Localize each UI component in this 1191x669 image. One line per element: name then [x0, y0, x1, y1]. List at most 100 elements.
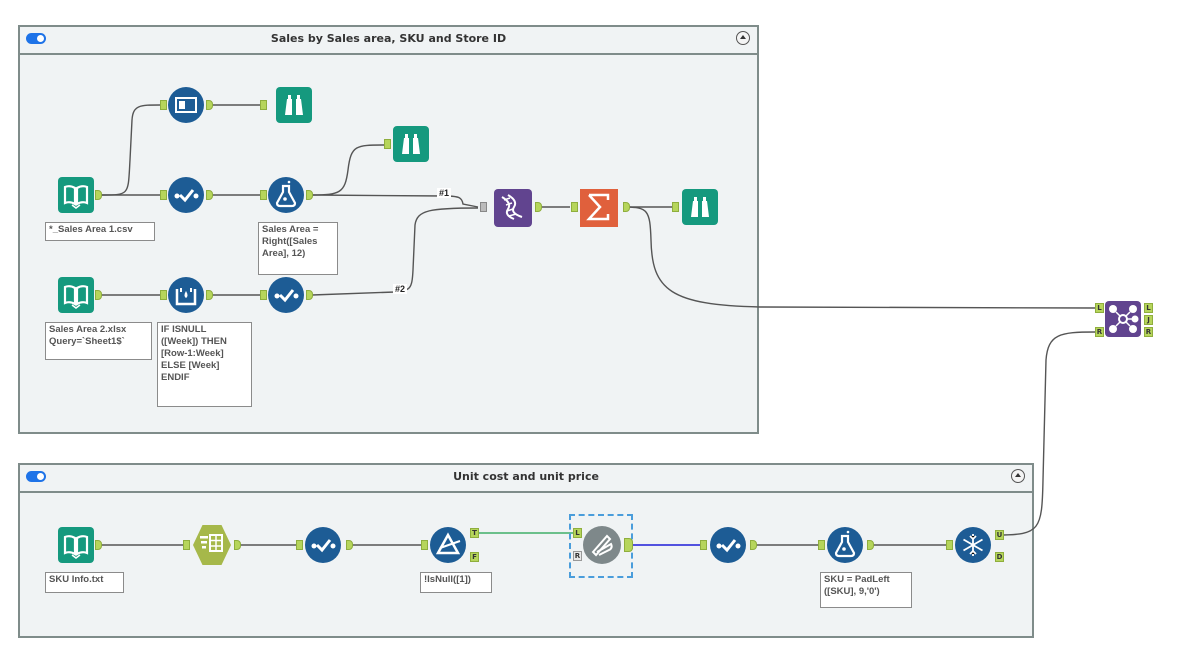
book-icon	[63, 185, 89, 209]
browse-tool[interactable]	[393, 126, 429, 162]
formula-tool[interactable]	[827, 527, 863, 563]
output-anchor[interactable]	[306, 290, 313, 300]
join-left-output-anchor[interactable]: L	[1144, 303, 1153, 313]
join-icon	[1109, 305, 1139, 333]
input-anchor[interactable]	[480, 202, 487, 212]
container-title: Unit cost and unit price	[453, 470, 599, 483]
union-tool[interactable]	[494, 189, 532, 227]
input-anchor[interactable]	[384, 139, 391, 149]
input-anchor[interactable]	[160, 190, 167, 200]
input-anchor[interactable]	[260, 100, 267, 110]
find-replace-tool[interactable]	[583, 526, 621, 564]
collapse-icon[interactable]	[1011, 469, 1025, 483]
snowflake-icon	[963, 534, 983, 556]
tool-annotation: IF ISNULL ([Week]) THEN [Row-1:Week] ELS…	[157, 322, 252, 407]
join-right-input-anchor[interactable]: R	[1095, 327, 1104, 337]
input-anchor[interactable]	[421, 540, 428, 550]
browse-tool[interactable]	[276, 87, 312, 123]
input-anchor[interactable]	[160, 100, 167, 110]
join-right-output-anchor[interactable]: R	[1144, 327, 1153, 337]
check-icon	[274, 289, 299, 303]
browse-tool[interactable]	[682, 189, 718, 225]
pen-icon	[591, 534, 613, 557]
input-data-tool[interactable]	[58, 277, 94, 313]
tool-annotation: SKU Info.txt	[45, 572, 124, 593]
binoculars-icon	[285, 95, 303, 115]
check-icon	[174, 189, 199, 203]
select-tool[interactable]	[710, 527, 746, 563]
unique-output-anchor[interactable]: U	[995, 530, 1004, 540]
input-anchor[interactable]	[260, 290, 267, 300]
find-replace-right-anchor[interactable]: R	[573, 551, 582, 561]
input-anchor[interactable]	[672, 202, 679, 212]
multirow-icon	[175, 288, 197, 306]
multi-row-formula-tool[interactable]	[168, 277, 204, 313]
input-anchor[interactable]	[296, 540, 303, 550]
output-anchor[interactable]	[95, 540, 102, 550]
output-anchor[interactable]	[206, 290, 213, 300]
summarize-tool[interactable]	[580, 189, 618, 227]
output-anchor[interactable]	[95, 190, 102, 200]
output-anchor[interactable]	[624, 538, 633, 552]
tool-annotation: *_Sales Area 1.csv	[45, 222, 155, 241]
input-anchor[interactable]	[571, 202, 578, 212]
container-header[interactable]: Sales by Sales area, SKU and Store ID	[20, 27, 757, 55]
book-icon	[63, 535, 89, 559]
input-data-tool[interactable]	[58, 527, 94, 563]
select-tool[interactable]	[168, 177, 204, 213]
flask-icon	[834, 530, 856, 558]
binoculars-icon	[691, 197, 709, 217]
input-anchor[interactable]	[818, 540, 825, 550]
filter-false-anchor[interactable]: F	[470, 552, 479, 562]
join-tool[interactable]	[1105, 301, 1141, 337]
input-data-tool[interactable]	[58, 177, 94, 213]
output-anchor[interactable]	[750, 540, 757, 550]
connection-label: #2	[393, 284, 408, 294]
formula-tool[interactable]	[268, 177, 304, 213]
output-anchor[interactable]	[206, 100, 213, 110]
output-anchor[interactable]	[234, 540, 241, 550]
output-anchor[interactable]	[867, 540, 874, 550]
find-replace-left-anchor[interactable]: L	[573, 528, 582, 538]
output-anchor[interactable]	[206, 190, 213, 200]
container-enable-toggle[interactable]	[26, 471, 46, 482]
select-tool[interactable]	[268, 277, 304, 313]
flask-icon	[275, 180, 297, 208]
filter-tool[interactable]	[430, 527, 466, 563]
tool-annotation: Sales Area = Right([Sales Area], 12)	[258, 222, 338, 275]
filter-icon	[435, 532, 461, 555]
preparation-tool[interactable]	[168, 87, 204, 123]
tool-container-unit-cost[interactable]: Unit cost and unit price	[18, 463, 1034, 638]
container-header[interactable]: Unit cost and unit price	[20, 465, 1032, 493]
sigma-icon	[586, 193, 610, 221]
select-tool[interactable]	[305, 527, 341, 563]
join-left-input-anchor[interactable]: L	[1095, 303, 1104, 313]
check-icon	[311, 539, 336, 553]
columns-icon	[200, 534, 223, 552]
output-anchor[interactable]	[306, 190, 313, 200]
filter-true-anchor[interactable]: T	[470, 528, 479, 538]
book-icon	[63, 285, 89, 309]
window-icon	[175, 97, 197, 113]
collapse-icon[interactable]	[736, 31, 750, 45]
unique-tool[interactable]	[955, 527, 991, 563]
output-anchor[interactable]	[346, 540, 353, 550]
connection-label: #1	[437, 188, 452, 198]
dna-icon	[501, 194, 523, 220]
input-anchor[interactable]	[260, 190, 267, 200]
output-anchor[interactable]	[535, 202, 542, 212]
container-title: Sales by Sales area, SKU and Store ID	[270, 32, 507, 45]
output-anchor[interactable]	[623, 202, 630, 212]
input-anchor[interactable]	[700, 540, 707, 550]
tool-annotation: SKU = PadLeft ([SKU], 9,'0')	[820, 572, 912, 608]
tool-annotation: Sales Area 2.xlsx Query=`Sheet1$`	[45, 322, 152, 360]
join-join-output-anchor[interactable]: J	[1144, 315, 1153, 325]
input-anchor[interactable]	[160, 290, 167, 300]
check-icon	[716, 539, 741, 553]
text-to-columns-tool[interactable]	[193, 525, 231, 565]
output-anchor[interactable]	[95, 290, 102, 300]
input-anchor[interactable]	[183, 540, 190, 550]
container-enable-toggle[interactable]	[26, 33, 46, 44]
duplicate-output-anchor[interactable]: D	[995, 552, 1004, 562]
input-anchor[interactable]	[946, 540, 953, 550]
